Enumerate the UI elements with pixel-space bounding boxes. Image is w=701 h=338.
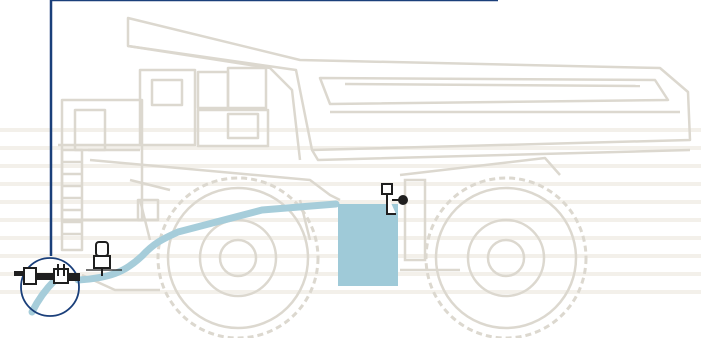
canopy xyxy=(128,46,300,160)
fuel-tank xyxy=(338,204,398,286)
fuel-line xyxy=(78,204,336,280)
